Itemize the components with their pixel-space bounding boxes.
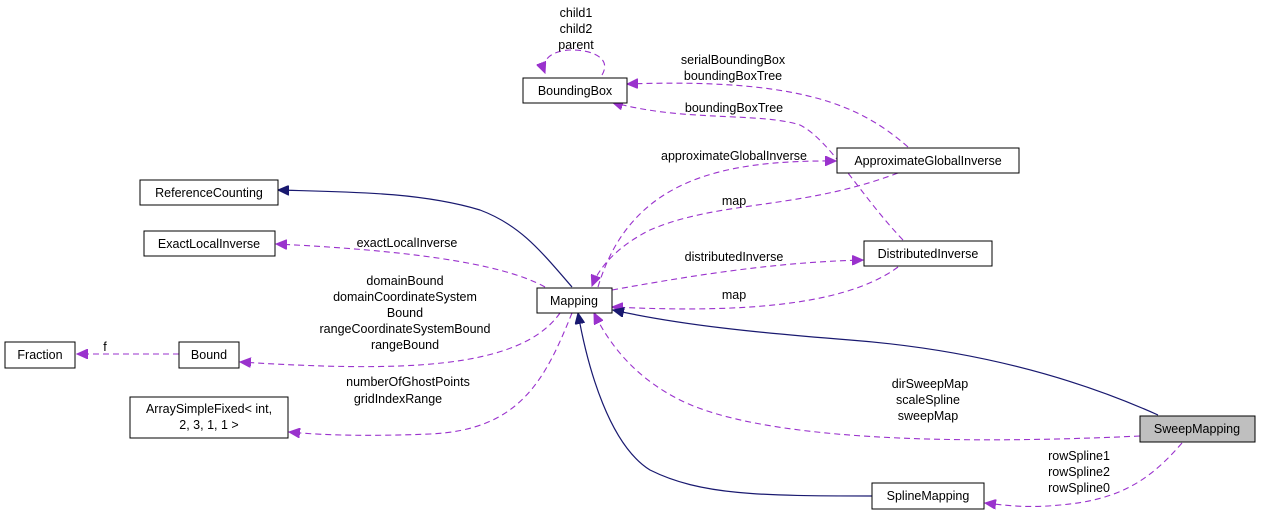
node-arraysimplefixed[interactable]: ArraySimpleFixed< int, 2, 3, 1, 1 >	[129, 396, 289, 439]
label-f: f	[103, 340, 107, 354]
node-splinemapping[interactable]: SplineMapping	[871, 482, 985, 510]
node-label: ApproximateGlobalInverse	[854, 154, 1001, 168]
node-label: Mapping	[550, 294, 598, 308]
edge-mapping-to-di	[611, 260, 863, 291]
edge-di-to-boundingbox	[612, 102, 904, 241]
edge-splinemapping-inherits-mapping	[578, 313, 873, 497]
node-label: BoundingBox	[538, 84, 613, 98]
edge-mapping-inherits-referencecounting	[278, 190, 573, 288]
label-rangecoordinatesystembound: rangeCoordinateSystemBound	[320, 322, 491, 336]
label-map-agi: map	[722, 194, 746, 208]
label-exactlocalinverse: exactLocalInverse	[357, 236, 458, 250]
edge-agi-to-boundingbox	[627, 83, 909, 148]
nodes: BoundingBox ApproximateGlobalInverse Ref…	[4, 77, 1256, 510]
label-sweepmap: sweepMap	[898, 409, 958, 423]
node-label: SweepMapping	[1154, 422, 1240, 436]
edge-di-to-mapping	[612, 266, 899, 309]
node-fraction[interactable]: Fraction	[4, 341, 76, 369]
edges	[77, 49, 1183, 506]
node-label: Bound	[191, 348, 227, 362]
node-label: Fraction	[17, 348, 62, 362]
node-approximateglobalinverse[interactable]: ApproximateGlobalInverse	[836, 147, 1020, 174]
node-label: SplineMapping	[887, 489, 970, 503]
edge-mapping-to-array	[289, 312, 573, 435]
node-bound[interactable]: Bound	[178, 341, 240, 369]
node-referencecounting[interactable]: ReferenceCounting	[139, 179, 279, 206]
label-serialboundingbox: serialBoundingBox	[681, 53, 786, 67]
label-child2: child2	[560, 22, 593, 36]
label-map-di: map	[722, 288, 746, 302]
label-rangebound: rangeBound	[371, 338, 439, 352]
label-domainbound: domainBound	[366, 274, 443, 288]
label-rowspline0: rowSpline0	[1048, 481, 1110, 495]
label-bound: Bound	[387, 306, 423, 320]
edge-agi-to-mapping	[592, 172, 899, 286]
edge-sweepmapping-to-mapping	[594, 313, 1141, 441]
label-rowspline1: rowSpline1	[1048, 449, 1110, 463]
node-mapping[interactable]: Mapping	[536, 287, 613, 314]
edge-sweepmapping-to-splinemapping	[985, 442, 1183, 506]
node-label: ReferenceCounting	[155, 186, 263, 200]
label-rowspline2: rowSpline2	[1048, 465, 1110, 479]
label-boundingboxtree-di: boundingBoxTree	[685, 101, 783, 115]
label-parent: parent	[558, 38, 594, 52]
node-label-line1: ArraySimpleFixed< int,	[146, 402, 272, 416]
node-distributedinverse[interactable]: DistributedInverse	[863, 240, 993, 267]
label-child1: child1	[560, 6, 593, 20]
label-scalespline: scaleSpline	[896, 393, 960, 407]
node-label-line2: 2, 3, 1, 1 >	[179, 418, 238, 432]
label-approximateglobalinverse: approximateGlobalInverse	[661, 149, 807, 163]
edge-labels: child1 child2 parent serialBoundingBox b…	[103, 6, 1110, 495]
node-label: ExactLocalInverse	[158, 237, 260, 251]
label-domaincoordinatesystem: domainCoordinateSystem	[333, 290, 477, 304]
node-label: DistributedInverse	[878, 247, 979, 261]
label-gridindexrange: gridIndexRange	[354, 392, 442, 406]
node-sweepmapping[interactable]: SweepMapping	[1139, 415, 1256, 443]
label-distributedinverse: distributedInverse	[685, 250, 784, 264]
node-boundingbox[interactable]: BoundingBox	[522, 77, 628, 104]
label-boundingboxtree-agi: boundingBoxTree	[684, 69, 782, 83]
edge-mapping-to-bound	[240, 312, 561, 367]
edge-boundingbox-self	[544, 49, 605, 76]
edge-sweepmapping-inherits-mapping	[613, 310, 1159, 416]
edge-mapping-to-eli	[276, 244, 546, 288]
label-dirsweepmap: dirSweepMap	[892, 377, 968, 391]
label-numberofghostpoints: numberOfGhostPoints	[346, 375, 470, 389]
edge-mapping-to-agi	[597, 161, 836, 288]
node-exactlocalinverse[interactable]: ExactLocalInverse	[143, 230, 276, 257]
